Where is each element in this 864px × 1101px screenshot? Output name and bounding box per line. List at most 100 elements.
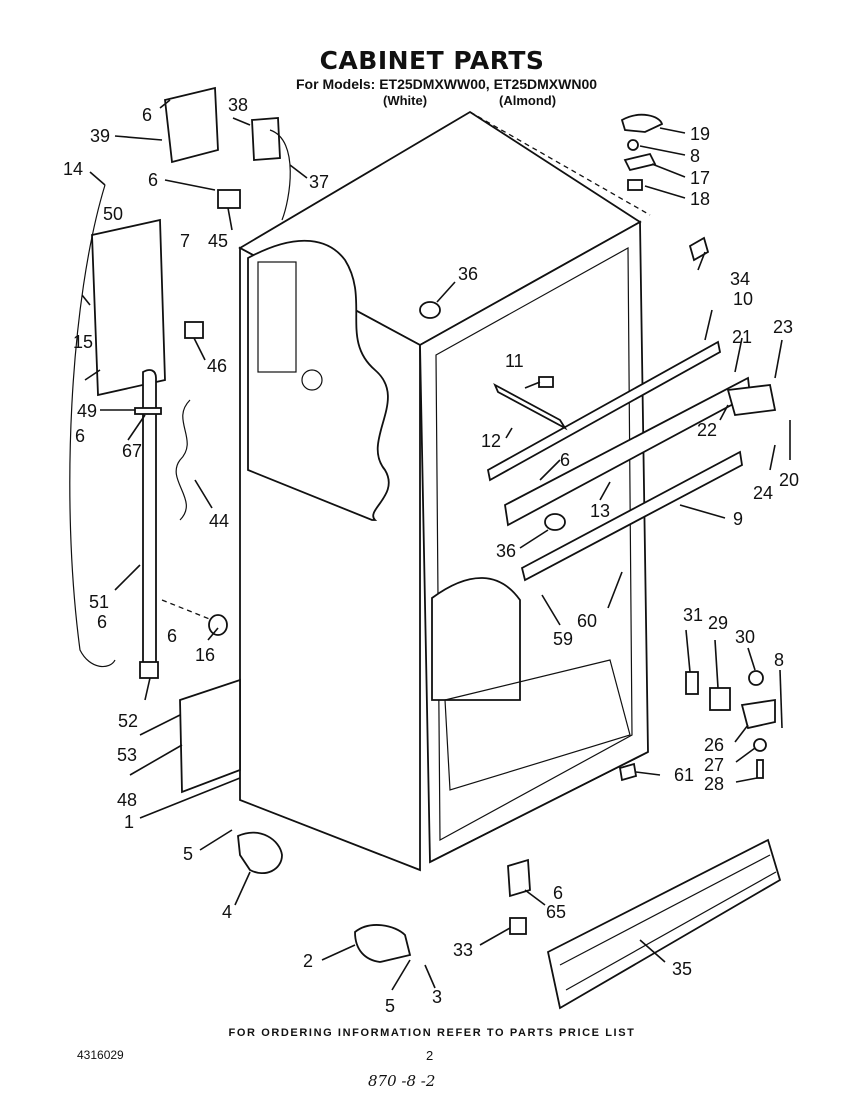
side-vent-opening: [257, 261, 297, 373]
rail-9: [520, 450, 743, 582]
clip-33: [509, 917, 527, 935]
callout-label: 46: [207, 356, 227, 376]
toe-grille-slats: [559, 854, 771, 966]
wire-harness-14: [69, 184, 116, 668]
models-line: For Models: ET25DMXWW00, ET25DMXWN00: [296, 76, 598, 92]
callout-label: 8: [774, 650, 784, 670]
callout-label: 6: [167, 626, 177, 646]
callout-label: 6: [560, 450, 570, 470]
callout-label: 16: [195, 645, 215, 665]
callout-label: 45: [208, 231, 228, 251]
strip-67: [134, 407, 162, 415]
callout-label: 7: [180, 231, 190, 251]
callout-label: 36: [458, 264, 478, 284]
callout-label: 33: [453, 940, 473, 960]
hinge-bracket-21: [726, 384, 777, 416]
cabinet-shell: [238, 110, 649, 872]
callout-label: 51: [89, 592, 109, 612]
callout-label: 5: [183, 844, 193, 864]
cover-39: [164, 86, 219, 164]
bracket-65: [507, 858, 531, 898]
callout-labels: 6 38 39 19 8 14 37 17 6 18 50 7 45 36 34…: [63, 95, 799, 1016]
callout-label: 8: [690, 146, 700, 166]
clip-46: [184, 321, 204, 339]
callout-label: 6: [97, 612, 107, 632]
callout-label: 23: [773, 317, 793, 337]
callout-label: 15: [73, 332, 93, 352]
callout-label: 28: [704, 774, 724, 794]
toe-grille-slats-lower: [565, 871, 777, 991]
callout-label: 50: [103, 204, 123, 224]
callout-label: 6: [148, 170, 158, 190]
washer-27: [753, 738, 767, 752]
plug-36-lower: [544, 513, 566, 531]
roller-4: [237, 831, 283, 875]
callout-label: 20: [779, 470, 799, 490]
ordering-note: FOR ORDERING INFORMATION REFER TO PARTS …: [228, 1027, 636, 1039]
cabinet-floor: [444, 659, 631, 791]
tube-51: [142, 369, 157, 671]
callout-label: 14: [63, 159, 83, 179]
callout-label: 39: [90, 126, 110, 146]
clip-11: [538, 376, 554, 388]
hinge-17: [623, 152, 657, 172]
callout-label: 48: [117, 790, 137, 810]
bracket-12: [493, 382, 568, 431]
callout-label: 65: [546, 902, 566, 922]
variant-white-label: (White): [383, 93, 428, 108]
callout-label: 6: [553, 883, 563, 903]
clamp-52: [139, 661, 159, 679]
grille-48: [179, 678, 241, 794]
bumper-16: [208, 614, 228, 636]
callout-label: 49: [77, 401, 97, 421]
cabinet-cutaway: [247, 239, 390, 521]
roller-2: [354, 924, 412, 963]
callout-label: 60: [577, 611, 597, 631]
callout-label: 12: [481, 431, 501, 451]
document-number: 4316029: [77, 1048, 124, 1062]
compressor-hump: [431, 577, 521, 701]
page-number: 2: [426, 1048, 434, 1063]
callout-label: 27: [704, 755, 724, 775]
callout-label: 21: [732, 327, 752, 347]
side-grommet: [301, 369, 323, 391]
harness-38: [251, 117, 281, 161]
left-side-parts: [69, 86, 291, 794]
washer-30: [748, 670, 764, 686]
rail-10: [486, 340, 722, 482]
callout-label: 37: [309, 172, 329, 192]
callout-label: 2: [303, 951, 313, 971]
callout-label: 38: [228, 95, 248, 115]
callout-label: 26: [704, 735, 724, 755]
callout-label: 6: [142, 105, 152, 125]
plug-36-upper: [419, 301, 441, 319]
hinge-cap-19: [620, 113, 664, 133]
callout-label: 34: [730, 269, 750, 289]
callout-label: 19: [690, 124, 710, 144]
callout-label: 11: [505, 351, 524, 371]
callout-label: 10: [733, 289, 753, 309]
callout-label: 29: [708, 613, 728, 633]
cover-34: [688, 236, 710, 262]
callout-label: 9: [733, 509, 743, 529]
hinge-26: [740, 698, 776, 730]
spacer-18: [627, 179, 643, 191]
clip-61: [618, 762, 638, 782]
toe-grille-35: [546, 838, 782, 1010]
panel-7: [91, 218, 166, 397]
callout-label: 6: [75, 426, 85, 446]
bracket-45: [217, 189, 241, 209]
plate-29: [709, 687, 731, 711]
screw-8-top: [627, 139, 639, 151]
callout-label: 53: [117, 745, 137, 765]
handwritten-note: 870 -8 -2: [368, 1072, 436, 1090]
bottom-hinge-parts: [618, 670, 776, 782]
top-hinge-parts: [620, 113, 664, 191]
wire-37: [269, 129, 291, 221]
callout-label: 5: [385, 996, 395, 1016]
callout-label: 24: [753, 483, 773, 503]
callout-label: 36: [496, 541, 516, 561]
screw-28: [756, 759, 764, 779]
power-cord-44: [175, 399, 191, 521]
